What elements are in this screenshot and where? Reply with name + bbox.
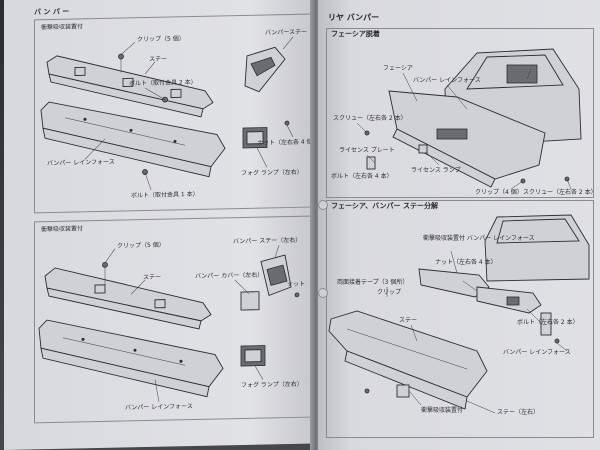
section-title: リヤ バンパー: [328, 13, 380, 22]
label-bolt-2: ボルト（取付金具 2 本）: [129, 78, 197, 88]
label-clip-4: クリップ（4 個）: [475, 189, 523, 196]
label-nut: ナット（左右各 4 個）: [257, 138, 314, 147]
label-clip: クリップ（5 個）: [137, 35, 185, 44]
label-fog-lamp-lower: フォグ ランプ（左右）: [241, 380, 303, 390]
top-bumper-diagram: [40, 36, 294, 191]
label-clip-right: クリップ: [377, 289, 402, 296]
label-reinforce-lower: バンパー レインフォース: [125, 403, 193, 412]
label-rear-reinforce: バンパー レインフォース: [503, 349, 571, 356]
clip-part-lower: [102, 261, 108, 268]
label-clip-lower: クリップ（5 個）: [117, 241, 165, 250]
label-nut-lower: ナット: [287, 280, 306, 289]
label-stay-right: ステー: [399, 317, 418, 324]
label-reinforce: バンパー レインフォース: [47, 158, 115, 168]
label-license-lamp: ライセンス ランプ: [411, 167, 461, 174]
label-stay-lr: ステー（左右）: [497, 409, 540, 416]
label-bolt-1: ボルト（取付金具 1 本）: [131, 190, 199, 200]
bumper-cover-part: [240, 291, 260, 311]
facia-disassembly-panel: フェーシア、バンパー ステー分解: [326, 200, 594, 438]
label-bolt-4: ボルト（左右各 4 本）: [331, 173, 393, 180]
bottom-bumper-diagram: [38, 245, 300, 402]
label-bumper-cover: バンパー カバー（左右）: [195, 271, 264, 280]
left-page-header: バ ン パ ー: [34, 7, 70, 17]
label-license-plate: ライセンス プレート: [339, 147, 395, 154]
label-tape: 両面接着テープ（3 個所）: [337, 279, 409, 286]
right-page: リヤ バンパー フェーシア脱着: [318, 0, 600, 450]
facia-part-lower: [328, 310, 488, 398]
label-reinforce-right: バンパー レインフォース: [413, 77, 481, 84]
rear-bumper-diagram-bottom: [328, 214, 590, 414]
label-absorber-1: 衝撃吸収装置付 バンパー レインフォース: [423, 235, 535, 242]
label-bumper-stay-lower: バンパー ステー（左右）: [233, 236, 302, 246]
label-bumper-stay: バンパーステー: [265, 28, 308, 37]
label-bolt-right: ボルト（左右各 2 本）: [517, 319, 579, 326]
label-fog-lamp: フォグ ランプ（左右）: [241, 168, 303, 178]
label-screw: スクリュー（左右各 2 本）: [333, 115, 407, 122]
facia-removal-heading: フェーシア脱着: [331, 30, 380, 38]
label-stay-lower: ステー: [143, 273, 162, 282]
label-stay: ステー: [149, 55, 168, 63]
clip-lower-right: [396, 384, 410, 398]
label-absorber-stay: 衝撃吸収装置付: [421, 407, 464, 414]
top-diagram-panel: 衝撃吸収装置付: [34, 13, 314, 214]
label-nut-right: ナット（左右各 4 本）: [435, 259, 497, 266]
facia-disassembly-heading: フェーシア、バンパー ステー分解: [331, 202, 438, 210]
binder-ring-top: [318, 200, 328, 210]
label-facia: フェーシア: [383, 65, 413, 72]
clip-part: [118, 53, 124, 60]
stay-lr-part: [540, 312, 552, 336]
label-screw-2: スクリュー（左右各 2 本）: [523, 189, 597, 196]
left-page: バ ン パ ー 衝撃吸収装置付: [4, 0, 314, 450]
binder-ring-bottom: [318, 288, 328, 298]
rear-bumper-diagram-top: [356, 48, 582, 190]
facia-removal-panel: フェーシア脱着 フェーシア バンパー レイ: [326, 28, 597, 198]
bottom-diagram-panel: 衝撃吸収装置付: [34, 215, 312, 424]
